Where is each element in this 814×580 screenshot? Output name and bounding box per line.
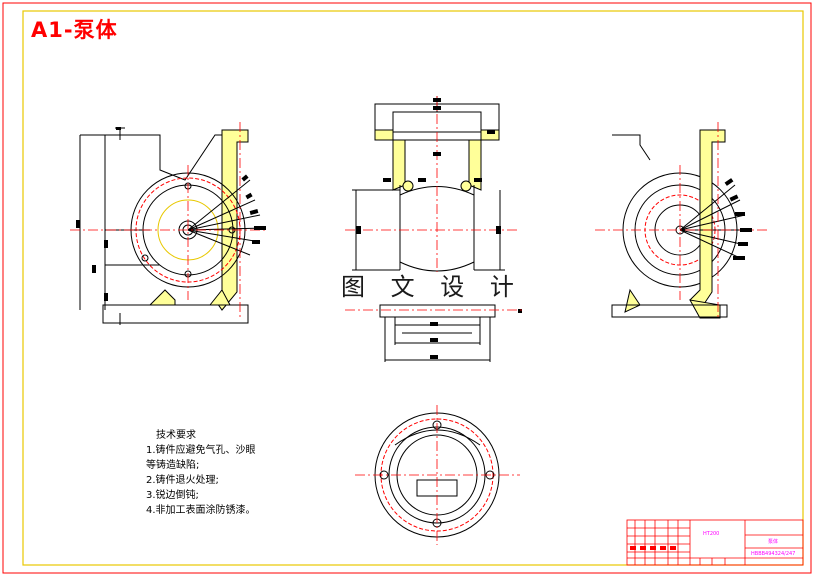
inner-frame xyxy=(22,10,804,566)
technical-notes: 技术要求 1.铸件应避免气孔、沙眼 等铸造缺陷; 2.铸件退火处理; 3.锐边倒… xyxy=(146,428,256,518)
titleblock-part-name: 泵体 xyxy=(768,539,779,545)
notes-item: 等铸造缺陷; xyxy=(146,460,200,471)
center-section-dim-marks xyxy=(356,98,501,234)
drawing-title: A1-泵体 xyxy=(31,18,118,42)
watermark-text: 图 文 设 计 xyxy=(339,272,525,302)
right-view-centerlines xyxy=(595,122,770,320)
left-view-dim-marks xyxy=(76,127,266,301)
center-plan-dim-marks xyxy=(430,309,522,359)
notes-heading: 技术要求 xyxy=(156,430,196,441)
title-block xyxy=(626,519,804,566)
notes-item: 2.铸件退火处理; xyxy=(146,475,219,486)
left-view-centerlines xyxy=(70,122,265,320)
right-view-dim-marks xyxy=(724,178,752,260)
center-section-view xyxy=(352,96,505,272)
title-block-marks xyxy=(630,546,676,550)
notes-item: 1.铸件应避免气孔、沙眼 xyxy=(146,445,256,456)
notes-item: 3.锐边倒钝; xyxy=(146,490,199,501)
titleblock-drawing-no: HBBB494324/247 xyxy=(751,551,796,557)
bottom-view-centerlines xyxy=(355,405,520,545)
titleblock-material: HT200 xyxy=(703,531,720,537)
notes-item: 4.非加工表面涂防锈漆。 xyxy=(146,505,256,516)
center-section-centerlines xyxy=(345,96,520,300)
center-plan-view xyxy=(379,304,496,362)
